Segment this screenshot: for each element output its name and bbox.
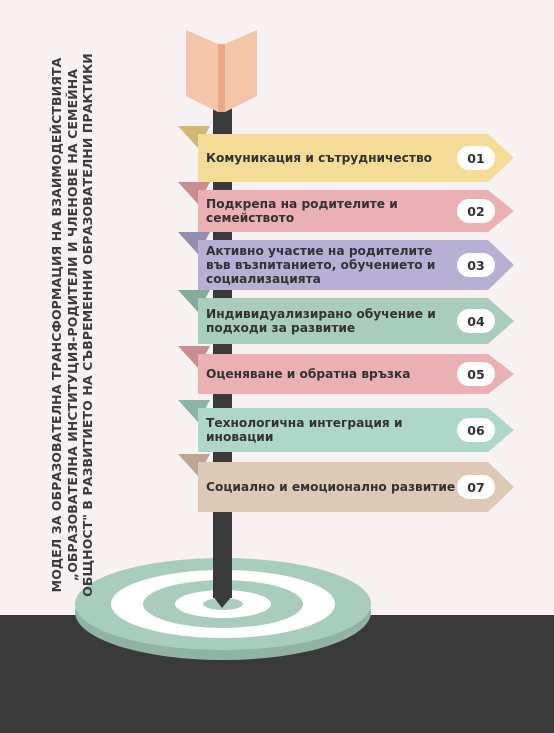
ribbon-fold [178, 290, 210, 312]
arrow-tip [213, 596, 232, 608]
ribbon-body [198, 354, 514, 394]
step-label-text: Активно участие на родителите във възпит… [206, 244, 436, 286]
step-label-text: Комуникация и сътрудничество [206, 151, 433, 165]
ribbon-fold [178, 400, 210, 422]
ribbon-body [198, 462, 514, 512]
step-label-2: Подкрепа на родителите и семейството [206, 190, 456, 232]
step-label-7: Социално и емоционално развитие [206, 462, 456, 512]
step-number-badge-7: 07 [457, 475, 495, 499]
step-number-badge-6: 06 [457, 418, 495, 442]
ribbon-body [198, 190, 514, 232]
step-number-badge-5: 05 [457, 362, 495, 386]
ribbon-body [198, 134, 514, 182]
ribbon-fold [178, 182, 210, 204]
step-number-badge-2: 02 [457, 199, 495, 223]
ribbon-fold [178, 346, 210, 368]
step-label-6: Технологична интеграция и иновации [206, 408, 456, 452]
ribbon-body [198, 408, 514, 452]
ribbon-fold [178, 232, 210, 254]
step-number-badge-1: 01 [457, 146, 495, 170]
step-label-text: Технологична интеграция и иновации [206, 416, 403, 444]
ribbon-body [198, 298, 514, 344]
step-label-text: Оценяване и обратна връзка [206, 367, 411, 381]
step-number-badge-3: 03 [457, 253, 495, 277]
step-number-badge-4: 04 [457, 309, 495, 333]
step-label-5: Оценяване и обратна връзка [206, 354, 456, 394]
ribbon-fold [178, 454, 210, 476]
step-label-text: Социално и емоционално развитие [206, 480, 456, 494]
step-label-3: Активно участие на родителите във възпит… [206, 240, 456, 290]
step-label-1: Комуникация и сътрудничество [206, 134, 456, 182]
step-label-text: Подкрепа на родителите и семейството [206, 197, 398, 225]
target-rings [75, 558, 371, 660]
ribbon-body [198, 240, 514, 290]
step-label-4: Индивидуализирано обучение и подходи за … [206, 298, 456, 344]
step-label-text: Индивидуализирано обучение и подходи за … [206, 307, 436, 335]
arrow-fletching-icon [186, 30, 257, 112]
ribbon-fold [178, 126, 210, 148]
